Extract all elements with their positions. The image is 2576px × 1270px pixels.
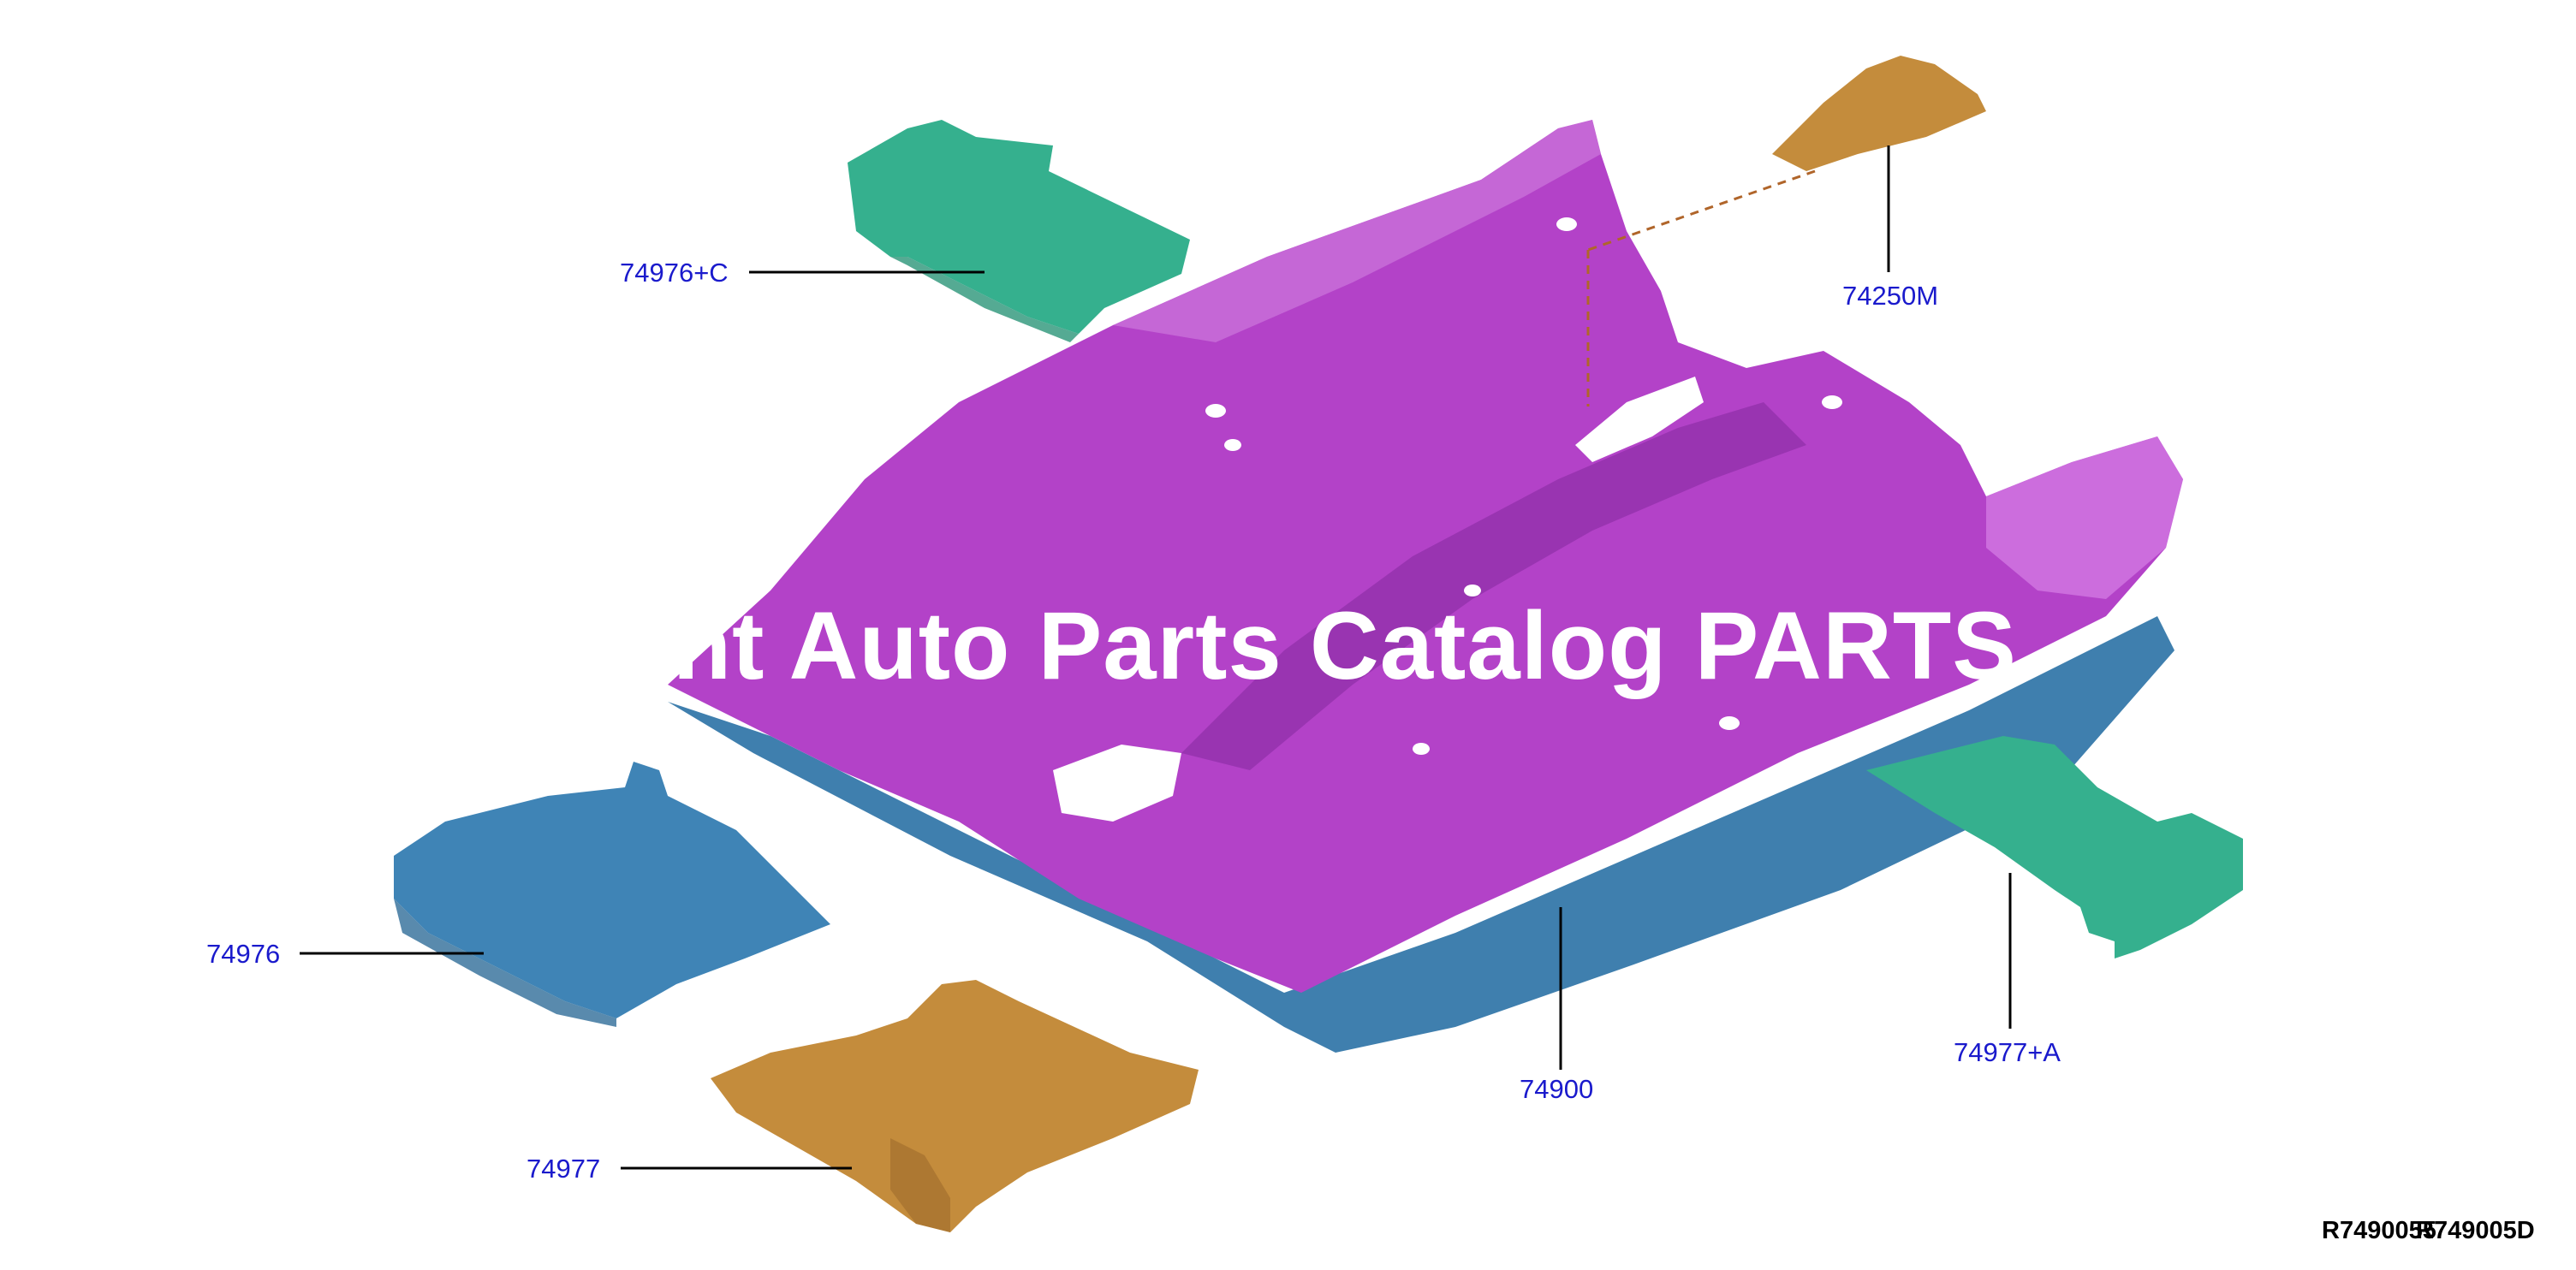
callout-74900[interactable]: 74900 bbox=[1520, 1074, 1594, 1104]
carpet-left-wall bbox=[1113, 120, 1601, 342]
callout-74250m[interactable]: 74250M bbox=[1842, 281, 1939, 311]
callout-74976c[interactable]: 74976+C bbox=[620, 258, 729, 288]
callout-74976[interactable]: 74976 bbox=[206, 939, 281, 969]
mat-74977-shade bbox=[890, 1138, 950, 1232]
mat-74976-shade bbox=[394, 899, 616, 1027]
carpet-floor-opening bbox=[1053, 745, 1181, 822]
mat-74976 bbox=[394, 762, 830, 1018]
mat-74977 bbox=[711, 980, 1199, 1232]
mat-74976c bbox=[848, 120, 1190, 334]
leader-lines bbox=[300, 145, 2012, 1170]
mat-74976c-shade bbox=[890, 257, 1079, 342]
reference-code-2: R749005D bbox=[2416, 1217, 2535, 1244]
dashed-connector bbox=[1586, 169, 1816, 407]
watermark-text: nant Auto Parts Catalog PARTS bbox=[559, 592, 2017, 699]
main-carpet-underside bbox=[668, 616, 2174, 1053]
callout-74977a[interactable]: 74977+A bbox=[1954, 1037, 2061, 1067]
carpet-rear-slope bbox=[1986, 436, 2183, 599]
carpet-tunnel-ridge bbox=[1181, 402, 1806, 770]
carpet-holes bbox=[1205, 217, 1842, 755]
callout-74977[interactable]: 74977 bbox=[527, 1154, 601, 1184]
mat-74977a bbox=[1866, 736, 2243, 958]
mat-74250m bbox=[1772, 56, 1986, 171]
carpet-center-opening bbox=[1575, 377, 1704, 462]
reference-code-1: R7490055 bbox=[2322, 1217, 2436, 1244]
